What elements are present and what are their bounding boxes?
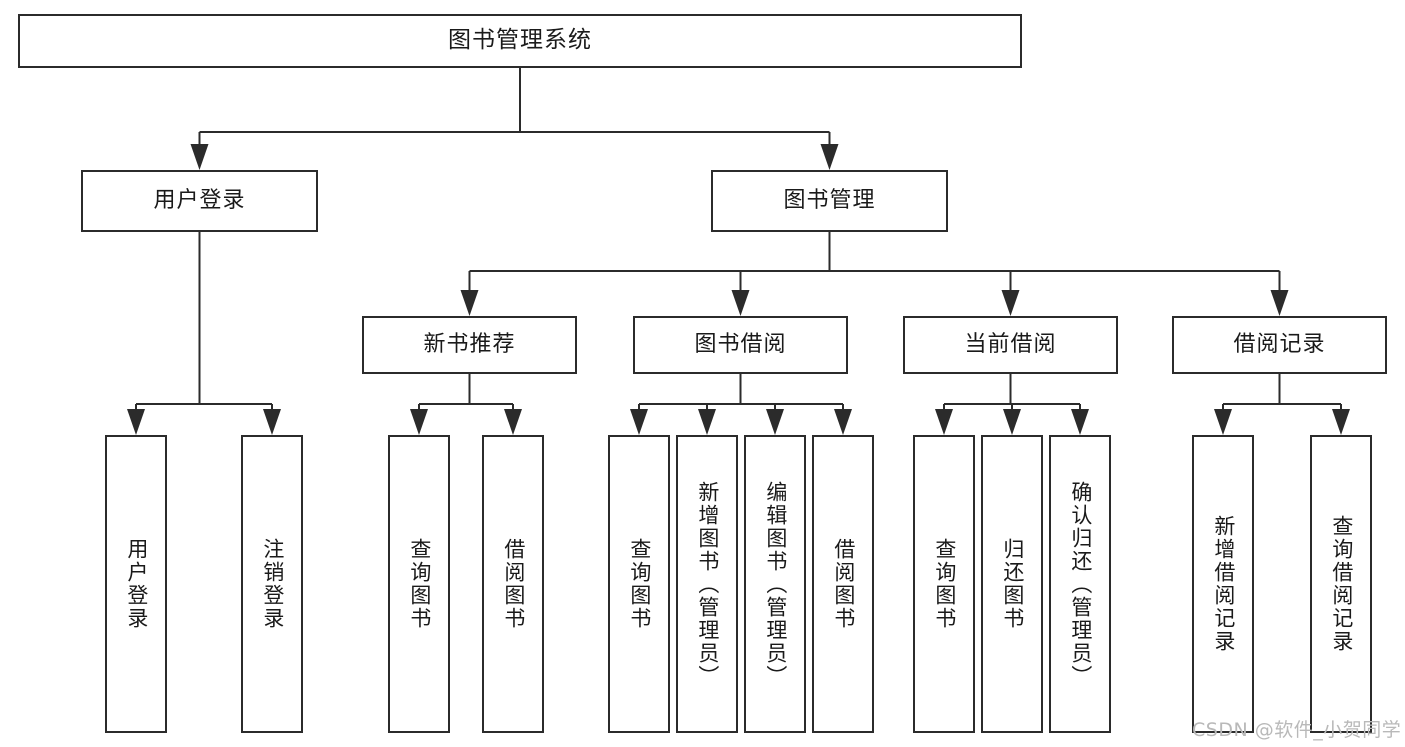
node-label: 借阅记录 bbox=[1233, 331, 1326, 357]
node-leaf-query-book-recommend[interactable]: 查询图书 bbox=[388, 435, 450, 733]
node-borrow-record[interactable]: 借阅记录 bbox=[1172, 316, 1387, 374]
node-label: 借阅图书 bbox=[501, 538, 526, 630]
node-new-book-recommend[interactable]: 新书推荐 bbox=[362, 316, 577, 374]
node-leaf-edit-book-admin[interactable]: 编辑图书（管理员） bbox=[744, 435, 806, 733]
node-label: 新增借阅记录 bbox=[1211, 515, 1236, 653]
node-label: 新书推荐 bbox=[423, 331, 516, 357]
node-leaf-add-book-admin[interactable]: 新增图书（管理员） bbox=[676, 435, 738, 733]
node-label: 新增图书（管理员） bbox=[695, 480, 720, 688]
node-leaf-borrow-book[interactable]: 借阅图书 bbox=[812, 435, 874, 733]
node-leaf-logout[interactable]: 注销登录 bbox=[241, 435, 303, 733]
node-book-management[interactable]: 图书管理 bbox=[711, 170, 948, 232]
node-label: 确认归还（管理员） bbox=[1068, 480, 1093, 688]
node-current-borrow[interactable]: 当前借阅 bbox=[903, 316, 1118, 374]
node-label: 注销登录 bbox=[260, 538, 285, 630]
node-leaf-confirm-return-admin[interactable]: 确认归还（管理员） bbox=[1049, 435, 1111, 733]
csdn-watermark: CSDN @软件_小贺同学 bbox=[1192, 719, 1402, 741]
node-leaf-query-book-borrow[interactable]: 查询图书 bbox=[608, 435, 670, 733]
node-label: 用户登录 bbox=[124, 538, 149, 630]
node-label: 借阅图书 bbox=[831, 538, 856, 630]
node-leaf-user-login[interactable]: 用户登录 bbox=[105, 435, 167, 733]
node-label: 图书管理系统 bbox=[448, 27, 592, 54]
node-label: 图书借阅 bbox=[694, 331, 787, 357]
node-book-borrow[interactable]: 图书借阅 bbox=[633, 316, 848, 374]
node-label: 用户登录 bbox=[153, 187, 246, 213]
node-label: 查询图书 bbox=[627, 538, 652, 630]
node-root-book-management-system[interactable]: 图书管理系统 bbox=[18, 14, 1022, 68]
node-label: 归还图书 bbox=[1000, 538, 1025, 630]
node-label: 查询图书 bbox=[407, 538, 432, 630]
node-leaf-return-book[interactable]: 归还图书 bbox=[981, 435, 1043, 733]
node-label: 查询借阅记录 bbox=[1329, 515, 1354, 653]
node-user-login[interactable]: 用户登录 bbox=[81, 170, 318, 232]
node-label: 当前借阅 bbox=[964, 331, 1057, 357]
node-leaf-query-borrow-record[interactable]: 查询借阅记录 bbox=[1310, 435, 1372, 733]
node-leaf-query-book-current[interactable]: 查询图书 bbox=[913, 435, 975, 733]
node-label: 编辑图书（管理员） bbox=[763, 480, 788, 688]
node-leaf-borrow-book-recommend[interactable]: 借阅图书 bbox=[482, 435, 544, 733]
node-label: 图书管理 bbox=[783, 187, 876, 213]
node-label: 查询图书 bbox=[932, 538, 957, 630]
node-leaf-add-borrow-record[interactable]: 新增借阅记录 bbox=[1192, 435, 1254, 733]
